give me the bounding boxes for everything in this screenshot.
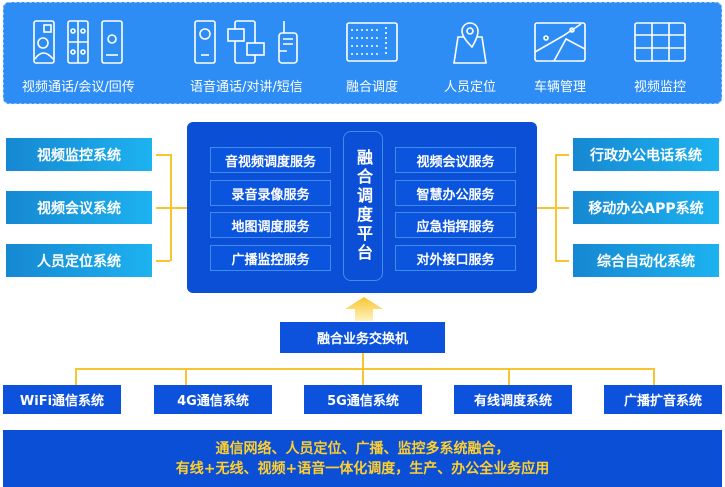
connector-line (537, 207, 569, 209)
walkie-talkie-icon (278, 21, 299, 64)
connector-line (185, 368, 187, 385)
service-map-dispatch: 地图调度服务 (210, 212, 331, 238)
bottom-system-broadcast: 广播扩音系统 (604, 385, 722, 414)
capability-label: 车辆管理 (534, 80, 587, 95)
left-system-positioning: 人员定位系统 (6, 244, 152, 277)
dispatch-console-icon (346, 22, 398, 62)
capability-label: 融合调度 (346, 80, 399, 95)
capability-vehicle: 车辆管理 (534, 17, 586, 95)
capability-label: 语音通话/对讲/短信 (190, 80, 303, 95)
connector-line (555, 260, 569, 262)
up-arrow-icon (345, 297, 383, 321)
message-chat-icon (227, 20, 266, 64)
video-playback-phone-icon (101, 20, 124, 64)
capability-voice-call: 语音通话/对讲/短信 (190, 17, 303, 95)
fusion-switch: 融合业务交换机 (280, 322, 445, 353)
bottom-system-wifi: WiFi通信系统 (3, 385, 121, 414)
connector-line (555, 154, 569, 156)
connector-line (156, 260, 170, 262)
service-video-conference: 视频会议服务 (395, 147, 516, 173)
capability-video-call: 视频通话/会议/回传 (22, 17, 135, 95)
left-system-video-surveillance: 视频监控系统 (6, 138, 152, 171)
connector-line (653, 368, 655, 385)
right-system-office-phone: 行政办公电话系统 (573, 138, 719, 171)
capability-label: 视频通话/会议/回传 (22, 80, 135, 95)
summary-banner: 通信网络、人员定位、广播、监控多系统融合， 有线+无线、视频+语音一体化调度，生… (3, 430, 722, 487)
capability-video-surveillance: 视频监控 (634, 17, 686, 95)
top-capabilities-banner: 视频通话/会议/回传 语音通话/对讲/短信 融合调度 人员定位 车辆管理 视频监… (3, 2, 722, 104)
service-recording: 录音录像服务 (210, 180, 331, 206)
connector-line (156, 154, 170, 156)
capability-label: 视频监控 (634, 80, 687, 95)
bottom-system-5g: 5G通信系统 (304, 385, 422, 414)
location-map-pin-icon (453, 22, 487, 64)
connector-line (156, 207, 187, 209)
service-smart-office: 智慧办公服务 (395, 180, 516, 206)
video-call-phone-icon (33, 20, 56, 64)
video-wall-icon (634, 22, 686, 62)
left-system-video-conference: 视频会议系统 (6, 191, 152, 224)
capability-dispatch: 融合调度 (346, 17, 398, 95)
right-system-mobile-app: 移动办公APP系统 (573, 191, 719, 224)
voice-call-phone-icon (194, 20, 217, 64)
service-av-dispatch: 音视频调度服务 (210, 147, 331, 173)
right-system-automation: 综合自动化系统 (573, 244, 719, 277)
connector-line (508, 368, 510, 385)
service-emergency-command: 应急指挥服务 (395, 212, 516, 238)
service-external-interface: 对外接口服务 (395, 245, 516, 271)
connector-line (75, 368, 77, 385)
service-broadcast-monitor: 广播监控服务 (210, 245, 331, 271)
bottom-system-wired-dispatch: 有线调度系统 (454, 385, 572, 414)
summary-line-1: 通信网络、人员定位、广播、监控多系统融合， (215, 441, 510, 457)
capability-label: 人员定位 (444, 80, 497, 95)
capability-positioning: 人员定位 (444, 17, 496, 95)
connector-line (75, 368, 654, 370)
bottom-system-4g: 4G通信系统 (154, 385, 272, 414)
multi-party-video-icon (67, 20, 90, 64)
platform-title: 融合调度平台 (343, 131, 383, 281)
vehicle-map-icon (534, 22, 586, 62)
summary-line-2: 有线+无线、视频+语音一体化调度，生产、办公全业务应用 (175, 461, 550, 477)
